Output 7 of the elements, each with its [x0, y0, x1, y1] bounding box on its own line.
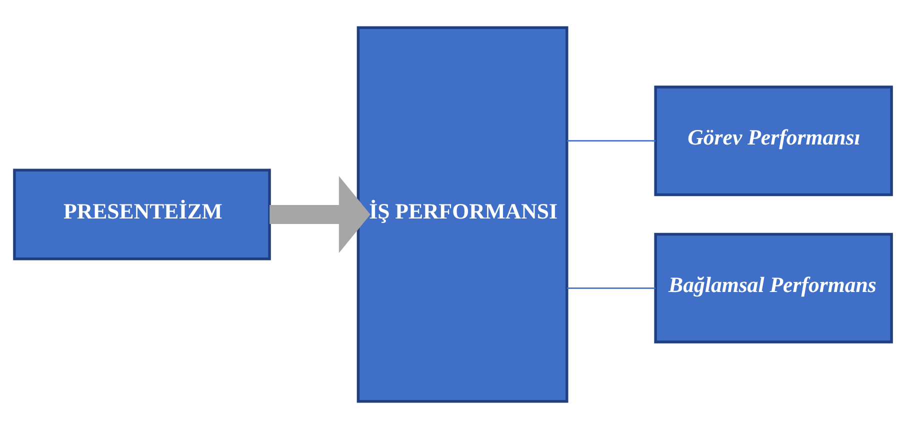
- connector: [566, 140, 655, 142]
- arrow: [269, 176, 370, 253]
- node-box: Bağlamsal Performans: [654, 232, 892, 344]
- connector: [566, 287, 655, 289]
- node-box: Görev Performansı: [654, 86, 892, 196]
- node-box: İŞ PERFORMANSI: [356, 26, 568, 403]
- node-box: PRESENTEİZM: [12, 168, 270, 260]
